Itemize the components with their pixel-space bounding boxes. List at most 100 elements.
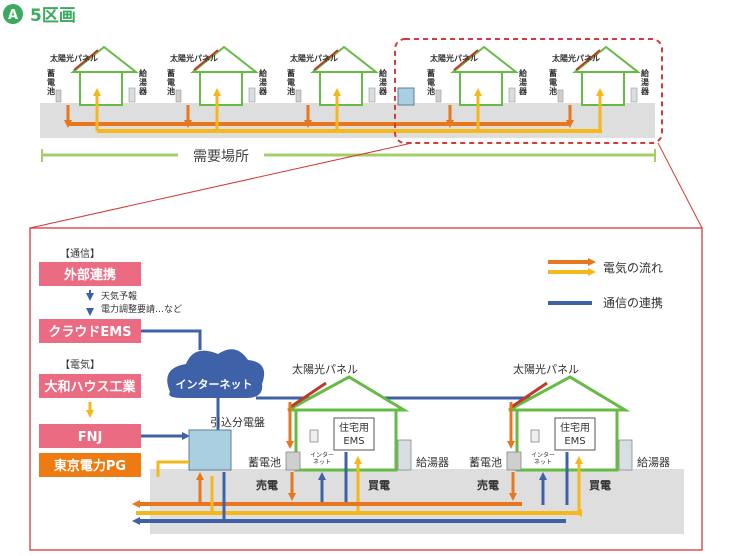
overview-house-wall <box>459 71 503 106</box>
detail-houses: 太陽光パネル住宅用EMSインターネット蓄電池給湯器売電買電太陽光パネル住宅用EM… <box>248 362 670 513</box>
overview-panel-label: 太陽光パネル <box>551 53 600 63</box>
tepco-box <box>39 453 141 477</box>
cloud-ems-box <box>39 319 141 343</box>
overview-water-heater-label: 給湯器 <box>258 68 268 96</box>
overview-water-heater-icon <box>508 87 516 103</box>
detail-power-flows <box>132 460 582 525</box>
cloud-ems-to-internet-line <box>141 329 202 350</box>
overview-water-heater-label: 給湯器 <box>518 68 528 96</box>
internet-cloud-icon <box>167 349 265 398</box>
detail-water-heater-icon <box>397 439 412 471</box>
detail-water-heater-label: 給湯器 <box>637 455 670 469</box>
detail-panel-label: 太陽光パネル <box>513 362 579 376</box>
title: A 5区画 <box>3 4 76 26</box>
tsushin-tag: 【通信】 <box>60 248 100 260</box>
overview-battery-label: 蓄電池 <box>167 68 175 96</box>
overview-water-heater-label: 給湯器 <box>640 68 650 96</box>
board-left-yellow <box>156 460 189 477</box>
overview-battery-icon <box>55 89 62 103</box>
detail-battery-label: 蓄電池 <box>469 456 502 469</box>
demand-area: 需要場所 <box>41 149 656 165</box>
detail-water-heater-icon <box>618 439 633 471</box>
home-ems-label-2: EMS <box>564 436 585 447</box>
distribution-board <box>188 429 232 471</box>
fnj-label: FNJ <box>78 430 103 445</box>
highlight-frame <box>394 38 663 144</box>
detail-solar-panel-icon <box>509 381 548 410</box>
overview-house-wall <box>79 71 123 106</box>
router-label-2: ネット <box>534 459 552 466</box>
home-ems-box <box>333 417 375 451</box>
forecast-line-2: 電力調整要請…など <box>101 303 182 315</box>
overview-battery-icon <box>435 89 442 103</box>
overview-house-wall <box>199 71 243 106</box>
buy-label: 買電 <box>368 479 390 492</box>
overview-panel-label: 太陽光パネル <box>169 53 218 63</box>
title-badge-icon <box>3 4 23 24</box>
daiwa-box <box>39 374 141 398</box>
daiwa-label: 大和ハウス工業 <box>44 379 136 395</box>
distribution-board-label: 引込分電盤 <box>210 415 265 429</box>
overview-battery-label: 蓄電池 <box>549 68 557 96</box>
overview-water-heater-icon <box>368 87 376 103</box>
router-icon <box>309 429 319 443</box>
home-ems-label-1: 住宅用 <box>560 421 590 434</box>
detail-solar-panel-icon <box>288 381 327 410</box>
detail-battery-label: 蓄電池 <box>248 456 281 469</box>
external-link-label: 外部連携 <box>63 267 116 283</box>
legend-comm-label: 通信の連携 <box>603 295 663 310</box>
overview-battery-icon <box>175 89 182 103</box>
overview-panel-label: 太陽光パネル <box>289 53 338 63</box>
detail-ground <box>150 469 684 534</box>
overview-battery-label: 蓄電池 <box>287 68 295 96</box>
overview-solar-panel-icon <box>453 49 479 71</box>
router-label-1: インター <box>310 451 334 459</box>
overview-solar-panel-icon <box>313 49 339 71</box>
tepco-label: 東京電力PG <box>54 458 126 474</box>
detail-battery-icon <box>285 451 301 471</box>
overview-water-heater-label: 給湯器 <box>378 68 388 96</box>
home-ems-label-1: 住宅用 <box>339 421 369 434</box>
cloud-ems-label: クラウドEMS <box>48 325 131 340</box>
forecast-line-1: 天気予報 <box>101 290 137 302</box>
external-link-box <box>39 262 141 286</box>
overview-distribution-board <box>397 87 415 106</box>
overview-water-heater-icon <box>248 87 256 103</box>
overview-water-heater-icon <box>128 87 136 103</box>
zoom-line-right <box>657 142 703 229</box>
overview-house-wall <box>581 71 625 106</box>
overview-houses: 太陽光パネル蓄電池給湯器太陽光パネル蓄電池給湯器太陽光パネル蓄電池給湯器太陽光パ… <box>47 45 650 106</box>
sell-label: 売電 <box>256 478 278 492</box>
detail-panel-label: 太陽光パネル <box>292 362 358 376</box>
internet-label: インターネット <box>176 378 253 391</box>
detail-water-heater-label: 給湯器 <box>416 455 449 469</box>
zoom-line-left <box>29 142 413 229</box>
overview-battery-label: 蓄電池 <box>47 68 55 96</box>
demand-area-label: 需要場所 <box>193 149 249 165</box>
legend-power-label: 電気の流れ <box>603 260 663 275</box>
overview-battery-icon <box>557 89 564 103</box>
fnj-box <box>39 424 141 448</box>
overview-solar-panel-icon <box>193 49 219 71</box>
overview-panel-label: 太陽光パネル <box>49 53 98 63</box>
legend: 電気の流れ 通信の連携 <box>548 258 663 310</box>
home-ems-label-2: EMS <box>343 436 364 447</box>
denki-tag: 【電気】 <box>60 358 100 371</box>
overview-battery-label: 蓄電池 <box>427 68 435 96</box>
sell-label: 売電 <box>477 478 499 492</box>
router-label-1: インター <box>531 451 555 459</box>
overview-solar-panel-icon <box>575 49 601 71</box>
buy-label: 買電 <box>589 479 611 492</box>
overview-battery-icon <box>295 89 302 103</box>
title-badge-letter: A <box>8 8 18 23</box>
router-label-2: ネット <box>313 459 331 466</box>
overview-house-wall <box>319 71 363 106</box>
overview-panel-label: 太陽光パネル <box>429 53 478 63</box>
